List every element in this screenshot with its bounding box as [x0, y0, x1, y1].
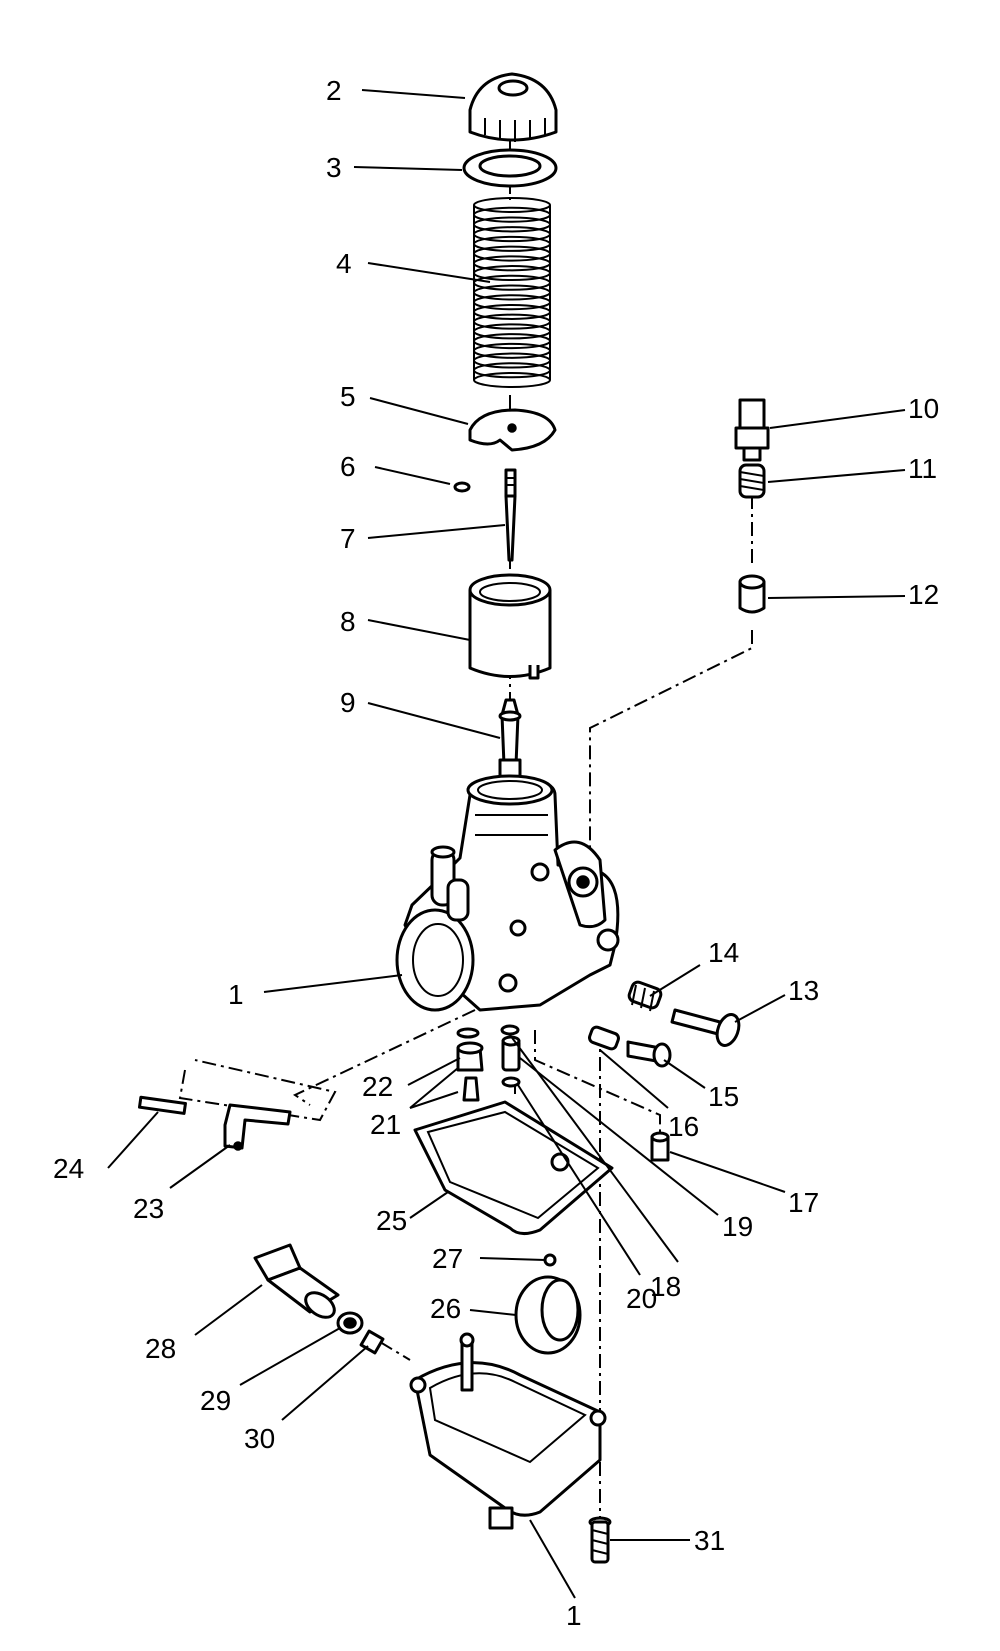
- part-22-jet-holder: [456, 1027, 484, 1072]
- callout-15: 15: [708, 1081, 739, 1112]
- callout-1: 1: [228, 979, 244, 1010]
- callout-1-bowl: 1: [566, 1600, 582, 1631]
- callout-7: 7: [340, 523, 356, 554]
- callout-21: 21: [370, 1109, 401, 1140]
- part-16-spring: [588, 1025, 620, 1051]
- part-21-main-jet: [462, 1076, 480, 1102]
- callout-3: 3: [326, 152, 342, 183]
- callout-14: 14: [708, 937, 739, 968]
- callout-24: 24: [53, 1153, 84, 1184]
- callout-9: 9: [340, 687, 356, 718]
- part-7-jet-needle: [504, 468, 517, 562]
- callout-16: 16: [668, 1111, 699, 1142]
- spring-coil: [473, 372, 551, 388]
- part-18-o-ring: [501, 1076, 521, 1088]
- callout-27: 27: [432, 1243, 463, 1274]
- part-8-throttle-slide: [468, 573, 552, 680]
- part-2-cap: [468, 72, 558, 142]
- callout-23: 23: [133, 1193, 164, 1224]
- callout-labels: 1 2 3 4 5 6 7 8 9 10 11 12 13 14 15 16 1…: [53, 75, 939, 1631]
- part-27-float-needle: [543, 1253, 557, 1267]
- part-17-plug: [650, 1131, 670, 1162]
- callout-28: 28: [145, 1333, 176, 1364]
- callout-2: 2: [326, 75, 342, 106]
- callout-8: 8: [340, 606, 356, 637]
- part-12-plunger: [738, 574, 766, 614]
- part-28-drain-bolt: [253, 1243, 340, 1319]
- part-19-pilot-jet: [501, 1035, 521, 1072]
- part-3-washer: [462, 148, 558, 188]
- part-24-float-bracket: [137, 1059, 337, 1122]
- part-11-small-spring: [738, 463, 766, 499]
- part-23-float-arm: [223, 1103, 292, 1151]
- part-10-fitting: [734, 398, 770, 462]
- callout-4: 4: [336, 248, 352, 279]
- part-5-retainer-plate: [468, 408, 557, 452]
- callout-12: 12: [908, 579, 939, 610]
- part-25-float-bowl-gasket: [413, 1100, 614, 1235]
- callout-11: 11: [908, 453, 937, 484]
- callout-31: 31: [694, 1525, 725, 1556]
- part-31-bowl-screw: [588, 1516, 612, 1564]
- callout-18: 18: [650, 1271, 681, 1302]
- leader-lines: [107, 89, 906, 1599]
- callout-19: 19: [722, 1211, 753, 1242]
- part-13-idle-screw: [670, 1008, 741, 1047]
- part-9-needle-jet: [498, 698, 522, 784]
- callout-29: 29: [200, 1385, 231, 1416]
- callout-22: 22: [362, 1071, 393, 1102]
- part-14-spring: [627, 980, 663, 1012]
- callout-5: 5: [340, 381, 356, 412]
- part-26-float: [514, 1275, 582, 1355]
- callout-25: 25: [376, 1205, 407, 1236]
- callout-20: 20: [626, 1283, 657, 1314]
- callout-26: 26: [430, 1293, 461, 1324]
- part-6-clip: [453, 481, 471, 493]
- part-29-washer: [336, 1311, 364, 1335]
- part-1-float-bowl: [409, 1332, 607, 1530]
- callout-10: 10: [908, 393, 939, 424]
- callout-17: 17: [788, 1187, 819, 1218]
- part-20-washer: [500, 1024, 520, 1036]
- part-15-pilot-screw: [626, 1040, 672, 1068]
- part-4-spring: [473, 197, 551, 388]
- callout-30: 30: [244, 1423, 275, 1454]
- part-1-carburetor-body: [395, 774, 620, 1012]
- part-30-plug: [359, 1329, 411, 1361]
- callout-13: 13: [788, 975, 819, 1006]
- callout-6: 6: [340, 451, 356, 482]
